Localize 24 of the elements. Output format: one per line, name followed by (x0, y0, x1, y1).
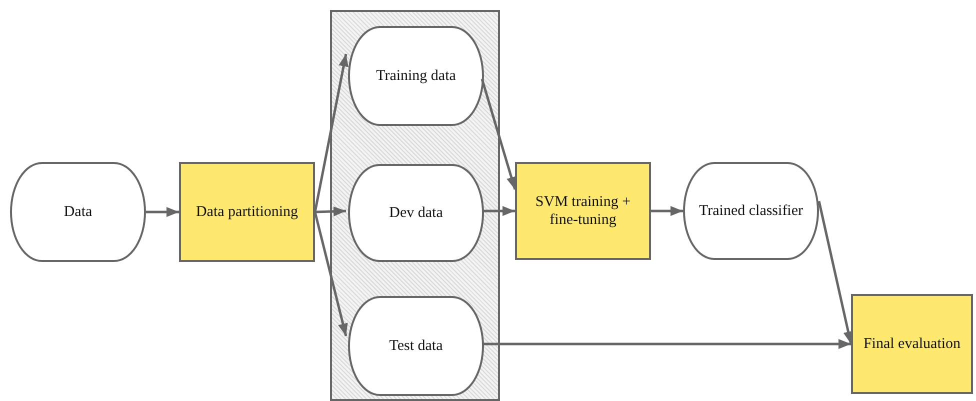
arrow (314, 206, 346, 216)
node-label: SVM training + fine-tuning (534, 193, 632, 229)
arrow (146, 207, 179, 217)
terminal-shape (348, 26, 484, 126)
arrow (314, 54, 348, 212)
group-panel (330, 10, 500, 401)
process-box (515, 162, 651, 260)
node-label: Dev data (389, 204, 443, 222)
process-box (851, 294, 973, 394)
process-box (179, 162, 315, 262)
terminal-shape (348, 164, 484, 262)
node-label: Test data (389, 337, 443, 355)
arrow (818, 200, 854, 344)
arrow (482, 206, 515, 216)
arrow (314, 212, 348, 336)
arrow (482, 339, 851, 349)
arrow (480, 78, 516, 190)
node-label: Data (64, 203, 92, 221)
arrow (651, 206, 683, 216)
node-label: Data partitioning (196, 203, 298, 221)
node-label: Final evaluation (863, 335, 961, 353)
node-label: Trained classifier (699, 202, 803, 220)
terminal-shape (348, 296, 484, 396)
node-label: Training data (376, 67, 456, 85)
